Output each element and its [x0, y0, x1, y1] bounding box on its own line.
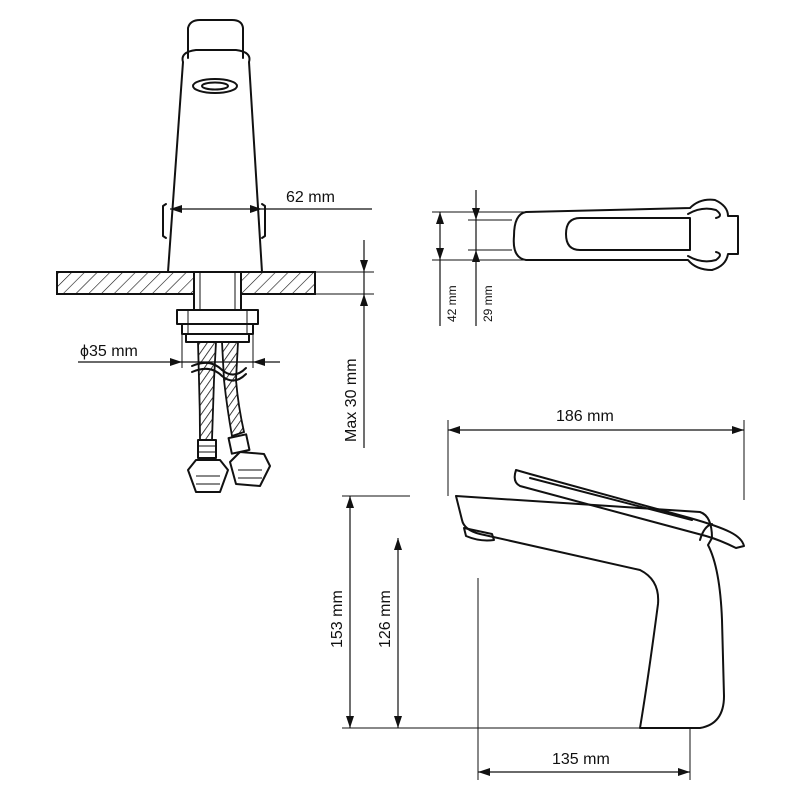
dim-total-height-label: 153 mm — [329, 590, 346, 648]
dim-connector-diameter-label: ϕ35 mm — [80, 343, 138, 360]
side-view: 186 mm 153 mm 126 mm 135 mm — [329, 408, 745, 780]
front-view: 62 mm ϕ35 mm Max 30 mm — [56, 19, 374, 493]
shank — [193, 271, 242, 311]
mounting-nut — [176, 309, 259, 325]
countertop-right — [240, 271, 316, 295]
countertop-left — [56, 271, 195, 295]
hex-nut-right — [229, 451, 271, 487]
dim-handle-height-label: 42 mm — [445, 285, 459, 322]
front-aerator — [192, 78, 238, 94]
side-handle — [513, 469, 745, 549]
dim-spout-width-label: 62 mm — [286, 189, 335, 206]
top-handle-outline — [512, 198, 739, 271]
dim-max-deck-label: Max 30 mm — [343, 358, 360, 442]
top-handle-slot — [565, 217, 691, 251]
hex-nut-left — [187, 459, 229, 493]
front-body — [167, 49, 263, 273]
dim-total-length-label: 186 mm — [556, 408, 614, 425]
dim-handle-inner-label: 29 mm — [481, 285, 495, 322]
side-aerator — [463, 527, 495, 542]
dim-spout-height-label: 126 mm — [377, 590, 394, 648]
hose-left — [197, 341, 217, 441]
front-top-cap — [187, 19, 244, 59]
dim-spout-reach-label: 135 mm — [552, 751, 610, 768]
top-view: 42 mm 29 mm — [432, 190, 739, 326]
hose-right — [221, 341, 246, 438]
